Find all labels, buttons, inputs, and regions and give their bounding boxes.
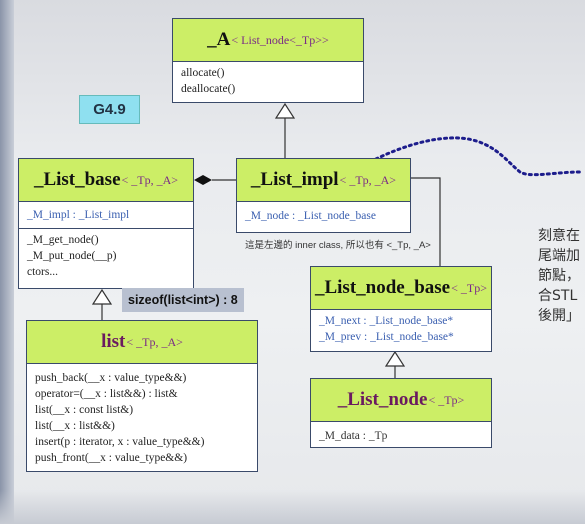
class-allocator-header: _A < List_node<_Tp>> — [173, 19, 363, 62]
side-text-line: 節點， — [538, 268, 580, 284]
method: deallocate() — [181, 83, 236, 95]
side-text-line: 合STL — [538, 288, 578, 304]
left-edge — [0, 0, 14, 524]
field: _M_data : _Tp — [319, 430, 388, 442]
method: insert(p : iterator, x : value_type&&) — [35, 436, 205, 448]
method: operator=(__x : list&&) : list& — [35, 388, 178, 400]
side-text-line: 刻意在 — [538, 228, 580, 244]
class-list-impl: _List_impl < _Tp, _A> _M_node : _List_no… — [236, 158, 411, 233]
version-badge: G4.9 — [79, 95, 140, 124]
method: push_back(__x : value_type&&) — [35, 372, 187, 384]
class-name: _List_node — [337, 389, 428, 410]
method: push_front(__x : value_type&&) — [35, 452, 188, 464]
method: list(__x : list&&) — [35, 420, 115, 432]
side-text-line: 後開」 — [538, 308, 580, 324]
method: allocate() — [181, 67, 225, 79]
inner-class-note: 這是左邊的 inner class, 所以也有 <_Tp, _A> — [245, 240, 431, 251]
template-params: < _Tp, _A> — [121, 172, 179, 187]
class-name: _List_base — [33, 169, 121, 190]
bottom-edge — [0, 490, 585, 524]
method: ctors... — [27, 266, 58, 278]
class-list-base: _List_base < _Tp, _A> _M_impl : _List_im… — [18, 158, 194, 289]
method: _M_put_node(__p) — [27, 250, 117, 262]
class-name: _A — [207, 29, 231, 50]
class-name: _List_node_base — [314, 277, 451, 298]
class-list-node-header: _List_node < _Tp> — [311, 379, 491, 422]
class-list-impl-header: _List_impl < _Tp, _A> — [237, 159, 410, 202]
dotted-annotation-curve — [298, 136, 582, 209]
class-list-node-base-header: _List_node_base < _Tp> — [311, 267, 491, 310]
class-list-node-base: _List_node_base < _Tp> _M_next : _List_n… — [310, 266, 492, 352]
method: list(__x : const list&) — [35, 404, 134, 416]
class-list-header: list < _Tp, _A> — [27, 321, 257, 364]
template-params: < _Tp> — [428, 392, 465, 407]
class-name: list — [101, 331, 126, 352]
method: _M_get_node() — [27, 234, 99, 246]
template-params: < List_node<_Tp>> — [231, 32, 329, 47]
fields-section: _M_impl : _List_impl — [19, 202, 193, 228]
template-params: < _Tp, _A> — [339, 172, 397, 187]
class-allocator: _A < List_node<_Tp>> allocate() dealloca… — [172, 18, 364, 103]
field: _M_next : _List_node_base* — [319, 315, 454, 327]
field: _M_prev : _List_node_base* — [319, 331, 454, 343]
fields-section: _M_node : _List_node_base — [237, 202, 410, 227]
methods-section: push_back(__x : value_type&&) operator=(… — [27, 364, 257, 469]
class-name: _List_impl — [250, 169, 339, 190]
template-params: < _Tp, _A> — [126, 334, 183, 349]
template-params: < _Tp> — [451, 280, 487, 295]
field: _M_impl : _List_impl — [27, 209, 130, 221]
fields-section: _M_data : _Tp — [311, 422, 491, 447]
side-text: 刻意在 尾端加 節點， 合STL 後開」 — [538, 226, 585, 336]
methods-section: allocate() deallocate() — [173, 62, 363, 100]
class-list-node: _List_node < _Tp> _M_data : _Tp — [310, 378, 492, 448]
sizeof-label: sizeof(list<int>) : 8 — [122, 288, 244, 312]
field: _M_node : _List_node_base — [245, 210, 376, 222]
methods-section: _M_get_node() _M_put_node(__p) ctors... — [19, 228, 193, 283]
class-list: list < _Tp, _A> push_back(__x : value_ty… — [26, 320, 258, 472]
class-list-base-header: _List_base < _Tp, _A> — [19, 159, 193, 202]
fields-section: _M_next : _List_node_base* _M_prev : _Li… — [311, 310, 491, 348]
side-text-line: 尾端加 — [538, 248, 580, 264]
